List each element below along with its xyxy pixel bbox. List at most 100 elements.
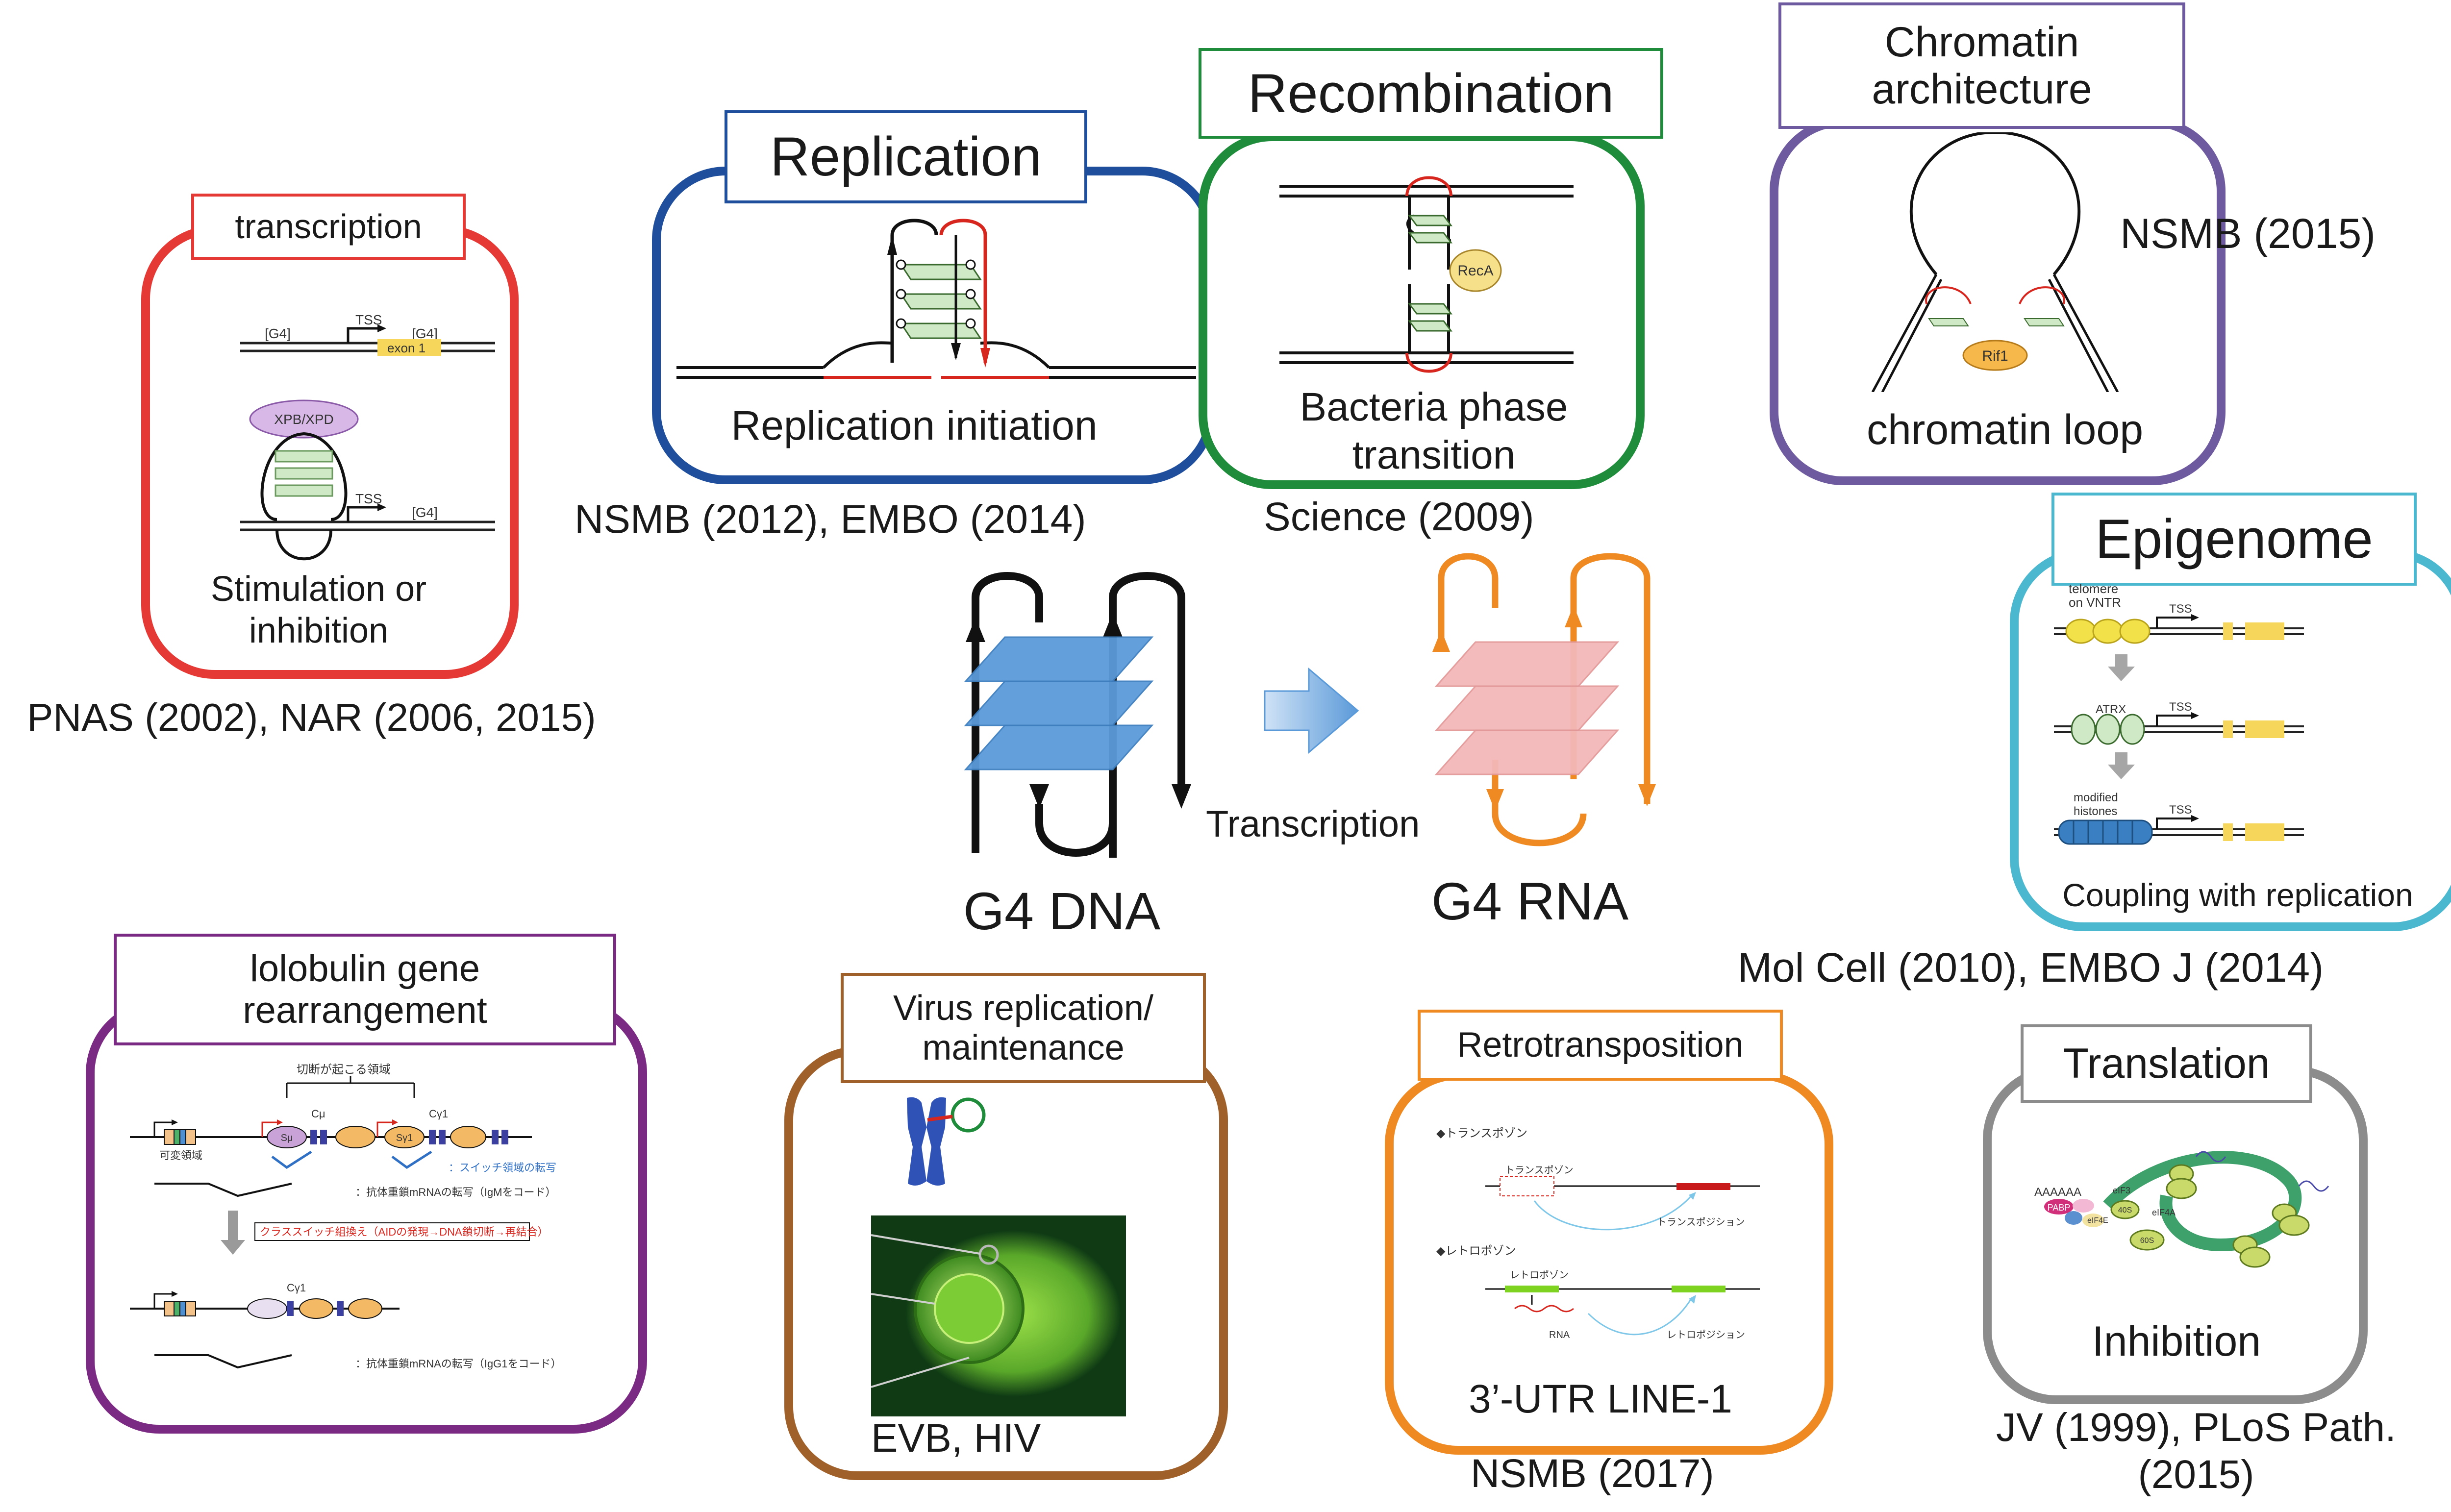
- epi-telomere: telomere on VNTR: [2069, 583, 2122, 610]
- epigenome-illustration: telomere on VNTR TSS ATRX TSS modified h…: [2054, 583, 2304, 845]
- g4-rna-tetrad-bottom: [1434, 729, 1620, 775]
- recombination-tag-label: Recombination: [1248, 62, 1614, 124]
- ig-cut-region: 切断が起こる領域: [297, 1063, 391, 1076]
- g4-dna-illustration: [964, 572, 1191, 858]
- g4-rna-tetrad-top: [1434, 641, 1620, 687]
- immunoglobulin-panel: [86, 1000, 647, 1434]
- transcription-reference: PNAS (2002), NAR (2006, 2015): [27, 695, 596, 739]
- ig-s-mu: Sμ: [281, 1133, 293, 1143]
- ig-igm: ：抗体重鎖mRNAの転写（IgMをコード）: [355, 1186, 556, 1198]
- ig-variable: 可変領域: [159, 1149, 202, 1162]
- g4-dna-tetrad-top: [964, 636, 1154, 682]
- epi-tss-2: TSS: [2169, 700, 2192, 714]
- chromatin-illustration: Rif1: [1871, 132, 2119, 392]
- chromatin-panel: [1770, 118, 2226, 485]
- tx-g4-left: [G4]: [265, 326, 291, 341]
- epi-telomere-line2: on VNTR: [2069, 595, 2121, 610]
- chromatin-reference: NSMB (2015): [2120, 210, 2376, 257]
- tl-aaaaaa: AAAAAA: [2034, 1186, 2081, 1199]
- virus-caption: EVB, HIV: [871, 1416, 1041, 1461]
- ig-c-gamma: Cγ1: [429, 1108, 448, 1120]
- retrotransposition-tag-label: Retrotransposition: [1457, 1025, 1744, 1065]
- tx-xpb: XPB/XPD: [274, 412, 333, 427]
- ig-c-mu: Cμ: [311, 1108, 325, 1120]
- tx-tss-1: TSS: [355, 314, 382, 327]
- chromatin-tag-label: Chromatin architecture: [1872, 18, 2092, 113]
- tx-g4-mid: [G4]: [412, 326, 438, 341]
- immunoglobulin-tag: lolobulin gene rearrangement: [114, 934, 616, 1045]
- virus-micrograph: [871, 1215, 1126, 1416]
- tx-exon: exon 1: [387, 341, 425, 355]
- tx-g4-right: [G4]: [412, 505, 438, 520]
- ig-igg1: ：抗体重鎖mRNAの転写（IgG1をコード）: [355, 1358, 561, 1370]
- epi-tss-1: TSS: [2169, 602, 2192, 616]
- transcription-tag: transcription: [191, 194, 466, 260]
- retrotransposition-reference: NSMB (2017): [1471, 1451, 1714, 1496]
- tl-60s: 60S: [2140, 1237, 2154, 1245]
- immunoglobulin-tag-label: lolobulin gene rearrangement: [243, 947, 487, 1031]
- replication-tag-label: Replication: [770, 126, 1042, 188]
- recombination-caption: Bacteria phase transition: [1300, 385, 1568, 478]
- chr-rif1: Rif1: [1982, 348, 2008, 364]
- chromosome-icon: [907, 1097, 986, 1186]
- replication-reference: NSMB (2012), EMBO (2014): [575, 497, 1086, 542]
- recombination-reference: Science (2009): [1264, 495, 1534, 539]
- epi-modified: modified histones: [2074, 791, 2121, 818]
- replication-caption: Replication initiation: [731, 402, 1098, 448]
- tl-eif4a: eIF4A: [2152, 1208, 2176, 1217]
- tl-pabp: PABP: [2048, 1203, 2071, 1213]
- ig-switch: ：スイッチ領域の転写: [449, 1162, 556, 1174]
- rec-reca: RecA: [1457, 263, 1493, 279]
- ig-class-switch: クラススイッチ組換え（AIDの発現→DNA鎖切断→再結合）: [260, 1226, 549, 1238]
- retrotransposition-tag: Retrotransposition: [1418, 1010, 1783, 1081]
- g4-dna-tetrad-bottom: [964, 724, 1154, 770]
- epi-atrx: ATRX: [2096, 703, 2126, 716]
- rt-transposon-head: ◆トランスポゾン: [1436, 1127, 1527, 1140]
- epi-tss-3: TSS: [2169, 803, 2192, 817]
- retrotransposition-caption: 3’-UTR LINE-1: [1469, 1377, 1732, 1421]
- tl-eif4e: eIF4E: [2087, 1216, 2108, 1225]
- recombination-tag: Recombination: [1199, 48, 1663, 139]
- translation-caption: Inhibition: [2092, 1318, 2261, 1365]
- epigenome-tag-label: Epigenome: [2095, 508, 2373, 570]
- rt-transposition: トランスポジション: [1657, 1216, 1745, 1228]
- transcription-caption: Stimulation or inhibition: [210, 570, 427, 650]
- rt-retroposon-head: ◆レトロポゾン: [1436, 1244, 1516, 1258]
- tl-40s: 40S: [2118, 1206, 2132, 1215]
- epigenome-tag: Epigenome: [2051, 493, 2417, 586]
- virus-micrograph-svg: [871, 1230, 1121, 1397]
- retrotransposition-illustration: ◆トランスポゾン トランスポゾン トランスポジション ◆レトロポゾン レトロポゾ…: [1436, 1127, 1760, 1340]
- translation-tag-label: Translation: [2063, 1040, 2270, 1087]
- transcription-tag-label: transcription: [235, 207, 422, 246]
- translation-panel: [1983, 1066, 2368, 1404]
- virus-tag: Virus replication/ maintenance: [841, 973, 1206, 1083]
- retrotransposition-panel: [1385, 1071, 1833, 1455]
- tl-eif3: eIF3: [2113, 1186, 2130, 1195]
- translation-illustration: AAAAAA PABP eIF4E eIF3 40S eIF4A 60S: [2034, 1151, 2329, 1268]
- g4-dna-tetrad-mid: [964, 680, 1154, 726]
- g4-rna-label: G4 RNA: [1431, 871, 1629, 931]
- epigenome-caption: Coupling with replication: [2062, 877, 2413, 913]
- chromatin-tag: Chromatin architecture: [1778, 2, 2185, 129]
- immunoglobulin-illustration: 切断が起こる領域 可変領域 Sμ Cμ Sγ1 Cγ1 ：スイッチ領域の転写 ：…: [130, 1063, 561, 1370]
- g4-dna-label: G4 DNA: [963, 881, 1161, 941]
- transcription-illustration: [G4] TSS [G4] exon 1 XPB/XPD TSS [G4]: [240, 314, 495, 561]
- rt-retroposition: レトロポジション: [1667, 1329, 1745, 1340]
- translation-tag: Translation: [2021, 1024, 2312, 1103]
- translation-reference: JV (1999), PLoS Path. (2015): [1996, 1405, 2396, 1497]
- chromatin-caption: chromatin loop: [1866, 406, 2144, 453]
- rt-rna: RNA: [1549, 1330, 1570, 1340]
- epi-telomere-line1: telomere: [2069, 583, 2118, 596]
- g4-rna-illustration: [1432, 553, 1656, 846]
- replication-illustration: [676, 219, 1196, 379]
- transcription-arrow: [1264, 667, 1359, 754]
- g4-rna-tetrad-mid: [1434, 685, 1620, 731]
- transcription-arrow-label: Transcription: [1206, 803, 1420, 845]
- rt-transposon-box: トランスポゾン: [1505, 1165, 1574, 1176]
- rt-retroposon-box: レトロポゾン: [1510, 1269, 1569, 1281]
- recombination-illustration: RecA: [1279, 176, 1574, 373]
- virus-tag-label: Virus replication/ maintenance: [893, 988, 1153, 1067]
- ig-c-gamma-2: Cγ1: [287, 1282, 306, 1294]
- epi-modified-line1: modified: [2074, 791, 2118, 804]
